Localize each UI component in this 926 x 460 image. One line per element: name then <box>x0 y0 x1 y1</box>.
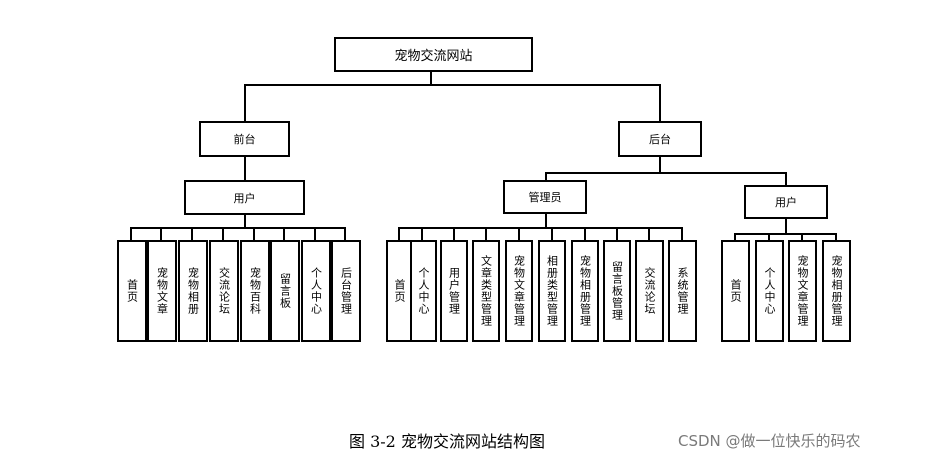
module-label: 用户管理 <box>447 267 461 315</box>
admin-module: 相册类型管理 <box>538 240 566 342</box>
root-node: 宠物交流网站 <box>334 37 533 72</box>
back-user-module: 宠物相册管理 <box>822 240 851 342</box>
connector-line <box>244 156 246 180</box>
connector-line <box>545 172 547 181</box>
front-module: 宠物文章 <box>147 240 177 342</box>
module-label: 宠物相册管理 <box>578 255 592 327</box>
admin-module: 宠物相册管理 <box>571 240 599 342</box>
connector-line <box>584 227 586 241</box>
connector-line <box>130 227 132 241</box>
back-user-module: 宠物文章管理 <box>788 240 817 342</box>
connector-line <box>785 172 787 185</box>
module-label: 留言板 <box>278 273 292 309</box>
module-label: 个人中心 <box>309 267 323 315</box>
connector-line <box>801 233 803 241</box>
connector-line <box>314 227 316 241</box>
module-label: 首页 <box>393 279 406 303</box>
admin-label: 管理员 <box>528 191 562 204</box>
module-label: 交流论坛 <box>643 267 656 315</box>
front-module: 个人中心 <box>301 240 331 342</box>
front-label: 前台 <box>233 133 256 146</box>
back-user-node: 用户 <box>744 185 828 219</box>
module-label: 系统管理 <box>676 267 689 315</box>
connector-line <box>485 227 487 241</box>
connector-line <box>244 84 246 121</box>
module-label: 首页 <box>125 279 139 303</box>
root-label: 宠物交流网站 <box>394 49 473 64</box>
module-label: 宠物相册管理 <box>830 255 843 327</box>
module-label: 宠物文章管理 <box>796 255 809 327</box>
admin-module: 个人中心 <box>410 240 437 342</box>
connector-line <box>421 227 423 241</box>
connector-line <box>430 71 432 85</box>
watermark: CSDN @做一位快乐的码农 <box>678 432 861 450</box>
admin-module: 留言板管理 <box>603 240 631 342</box>
connector-line <box>551 227 553 241</box>
admin-module: 首页 <box>386 240 413 342</box>
front-module: 后台管理 <box>331 240 361 342</box>
module-label: 宠物相册 <box>186 267 200 315</box>
admin-module: 文章类型管理 <box>472 240 500 342</box>
front-user-node: 用户 <box>184 180 305 215</box>
module-label: 相册类型管理 <box>545 255 559 327</box>
module-label: 宠物文章 <box>155 267 169 315</box>
admin-node: 管理员 <box>503 180 587 214</box>
module-label: 宠物百科 <box>248 267 262 315</box>
front-module: 宠物相册 <box>178 240 208 342</box>
connector-line <box>398 227 683 229</box>
front-user-label: 用户 <box>233 191 256 205</box>
connector-line <box>835 233 837 241</box>
connector-line <box>545 213 547 228</box>
connector-line <box>616 227 618 241</box>
connector-line <box>222 227 224 241</box>
module-label: 首页 <box>729 279 742 303</box>
front-module: 宠物百科 <box>240 240 270 342</box>
connector-line <box>244 214 246 228</box>
connector-line <box>253 227 255 241</box>
connector-line <box>785 218 787 234</box>
back-user-label: 用户 <box>775 196 797 209</box>
connector-line <box>734 233 736 241</box>
connector-line <box>244 84 661 86</box>
back-user-module: 个人中心 <box>755 240 784 342</box>
admin-module: 宠物文章管理 <box>505 240 533 342</box>
connector-line <box>659 156 661 173</box>
module-label: 个人中心 <box>417 267 430 315</box>
front-module: 交流论坛 <box>209 240 239 342</box>
connector-line <box>160 227 162 241</box>
connector-line <box>283 227 285 241</box>
module-label: 后台管理 <box>339 267 353 315</box>
module-label: 宠物文章管理 <box>512 255 526 327</box>
connector-line <box>659 84 661 121</box>
connector-line <box>768 233 770 241</box>
figure-caption: 图 3-2 宠物交流网站结构图 <box>349 432 545 451</box>
connector-line <box>681 227 683 241</box>
front-node: 前台 <box>199 121 290 157</box>
front-module: 首页 <box>117 240 147 342</box>
front-module: 留言板 <box>270 240 300 342</box>
module-label: 交流论坛 <box>217 267 231 315</box>
admin-module: 系统管理 <box>668 240 697 342</box>
back-user-module: 首页 <box>721 240 750 342</box>
module-label: 个人中心 <box>763 267 776 315</box>
connector-line <box>398 227 400 241</box>
admin-module: 用户管理 <box>440 240 468 342</box>
connector-line <box>734 233 837 235</box>
connector-line <box>130 227 346 229</box>
connector-line <box>344 227 346 241</box>
connector-line <box>648 227 650 241</box>
back-node: 后台 <box>618 121 702 157</box>
module-label: 留言板管理 <box>610 261 624 321</box>
connector-line <box>518 227 520 241</box>
connector-line <box>191 227 193 241</box>
admin-module: 交流论坛 <box>635 240 664 342</box>
connector-line <box>545 172 787 174</box>
module-label: 文章类型管理 <box>479 255 493 327</box>
back-label: 后台 <box>649 133 671 146</box>
connector-line <box>453 227 455 241</box>
